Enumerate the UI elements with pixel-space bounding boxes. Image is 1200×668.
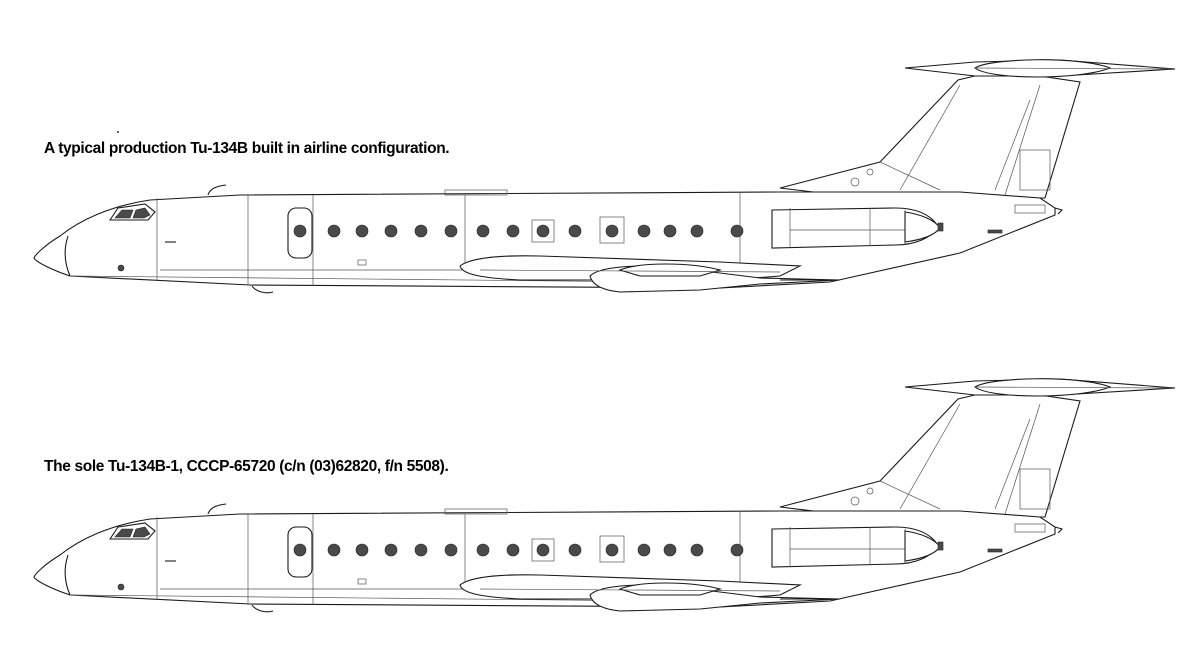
caption-bottom: The sole Tu-134B-1, CCCP-65720 (c/n (03)… xyxy=(44,458,449,475)
image-speck xyxy=(117,131,119,133)
caption-top: A typical production Tu-134B built in ai… xyxy=(44,140,450,157)
aircraft-side-view-top xyxy=(33,59,1176,294)
aircraft-side-view-bottom xyxy=(33,378,1176,613)
